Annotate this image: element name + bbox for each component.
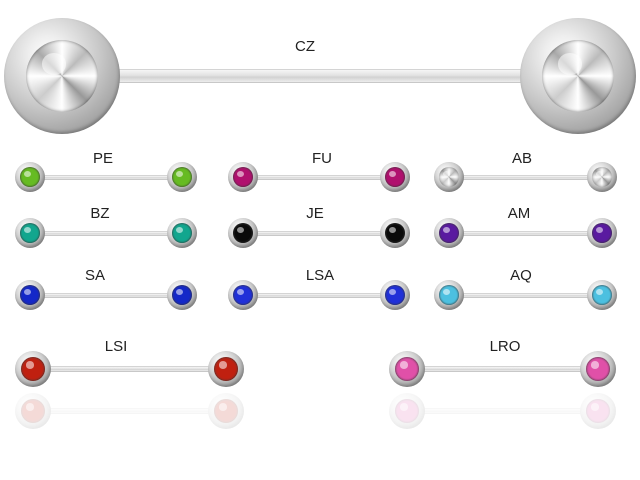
gem-bz <box>20 223 40 243</box>
ball-end-right <box>167 218 197 248</box>
gem-lro <box>395 357 419 381</box>
barbell-label: SA <box>84 267 105 284</box>
gem-je <box>233 223 253 243</box>
ball-end-left <box>15 280 45 310</box>
barbell-bar <box>449 292 602 298</box>
barbell-bar <box>30 230 182 236</box>
barbell-label: AQ <box>510 267 532 284</box>
gem-lsi <box>21 357 45 381</box>
barbell-bar <box>243 292 395 298</box>
gem-ab <box>592 167 612 187</box>
ball-end-left <box>15 218 45 248</box>
gem-sa <box>172 285 192 305</box>
gem-aq <box>592 285 612 305</box>
ball-end-right <box>380 162 410 192</box>
gem-cz <box>542 40 614 112</box>
barbell-label: JE <box>306 205 324 222</box>
ball-end-left <box>15 351 51 387</box>
barbell-bar <box>30 292 182 298</box>
ball-end-left <box>434 162 464 192</box>
barbell-label: AB <box>511 150 532 167</box>
ball-end-left <box>228 162 258 192</box>
barbell-bar <box>243 230 395 236</box>
gem-lro <box>586 357 610 381</box>
gem-fu <box>233 167 253 187</box>
ball-end-right <box>520 18 636 134</box>
gem-aq <box>439 285 459 305</box>
gem-je <box>385 223 405 243</box>
ball-end-right <box>167 280 197 310</box>
gem-fu <box>385 167 405 187</box>
barbell-bar <box>407 366 598 372</box>
gem-lsi <box>21 399 45 423</box>
barbell-label: FU <box>312 150 332 167</box>
gem-sa <box>20 285 40 305</box>
ball-end-left <box>4 18 120 134</box>
barbell-label: CZ <box>295 38 315 55</box>
ball-end-right <box>580 393 616 429</box>
ball-end-right <box>167 162 197 192</box>
barbell-bar <box>30 174 182 180</box>
gem-pe <box>20 167 40 187</box>
gem-am <box>592 223 612 243</box>
ball-end-right <box>587 162 617 192</box>
ball-end-left <box>434 280 464 310</box>
ball-end-right <box>380 280 410 310</box>
barbell-label: LRO <box>489 338 521 355</box>
barbell-bar <box>62 69 578 83</box>
gem-lsi <box>214 399 238 423</box>
gem-ab <box>439 167 459 187</box>
barbell-label: BZ <box>90 205 110 222</box>
ball-end-right <box>208 393 244 429</box>
ball-end-left <box>389 351 425 387</box>
gem-bz <box>172 223 192 243</box>
ball-end-left <box>389 393 425 429</box>
barbell-label: PE <box>92 150 113 167</box>
barbell-bar <box>449 174 602 180</box>
ball-end-left <box>15 162 45 192</box>
gem-lro <box>586 399 610 423</box>
gem-lsa <box>233 285 253 305</box>
ball-end-left <box>15 393 51 429</box>
ball-end-right <box>580 351 616 387</box>
gem-am <box>439 223 459 243</box>
gem-lro <box>395 399 419 423</box>
gem-lsa <box>385 285 405 305</box>
barbell-bar <box>243 174 395 180</box>
barbell-bar <box>33 366 226 372</box>
gem-lsi <box>214 357 238 381</box>
ball-end-left <box>228 280 258 310</box>
ball-end-right <box>380 218 410 248</box>
barbell-label: LSI <box>104 338 128 355</box>
gem-cz <box>26 40 98 112</box>
ball-end-right <box>587 218 617 248</box>
ball-end-right <box>208 351 244 387</box>
barbell-bar <box>449 230 602 236</box>
ball-end-left <box>434 218 464 248</box>
barbell-label: AM <box>507 205 531 222</box>
ball-end-right <box>587 280 617 310</box>
barbell-label: LSA <box>305 267 335 284</box>
ball-end-left <box>228 218 258 248</box>
gem-pe <box>172 167 192 187</box>
